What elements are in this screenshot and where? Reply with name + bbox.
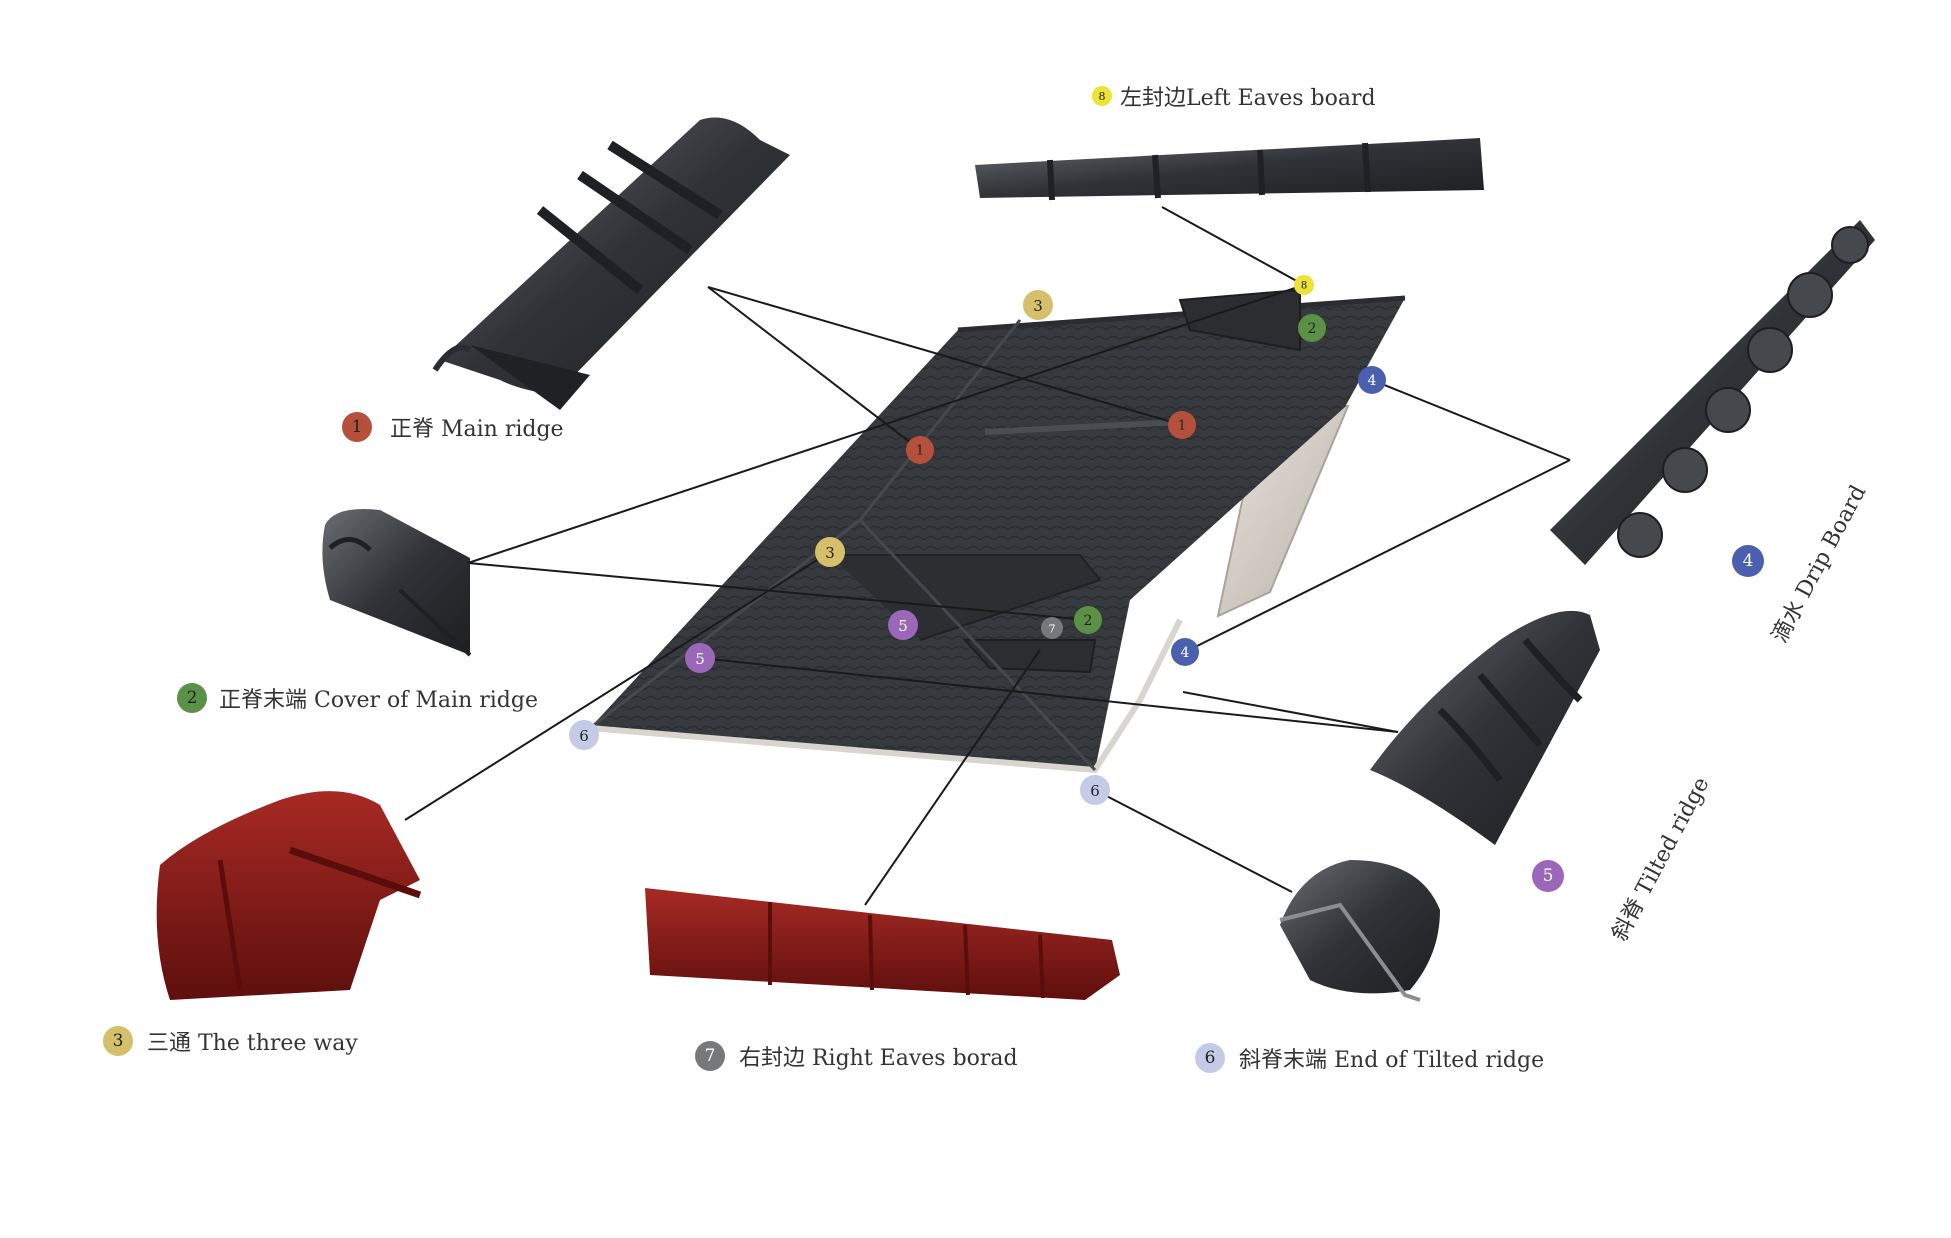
badge-6: 6 — [1195, 1043, 1225, 1073]
tilted-ridge-tile-image — [1370, 610, 1600, 845]
svg-text:3: 3 — [1033, 297, 1043, 315]
label-main-ridge-text: 正脊 Main ridge — [390, 417, 564, 442]
badge-5: 5 — [1532, 860, 1564, 892]
svg-text:4: 4 — [1181, 645, 1190, 661]
svg-text:2: 2 — [1308, 321, 1317, 337]
marker-4-bottom: 4 — [1171, 638, 1199, 666]
roof-markers: 1 1 2 2 3 3 4 4 5 5 6 6 7 8 — [569, 275, 1386, 805]
badge-7: 7 — [695, 1041, 725, 1071]
right-eaves-board-image — [645, 888, 1120, 1000]
badge-8: 8 — [1092, 86, 1112, 106]
left-eaves-board-image — [975, 138, 1484, 201]
marker-6-right: 6 — [1080, 775, 1110, 805]
svg-text:2: 2 — [1084, 613, 1093, 629]
badge-3: 3 — [103, 1026, 133, 1056]
svg-text:4: 4 — [1368, 373, 1377, 389]
badge-4: 4 — [1732, 545, 1764, 577]
marker-3-top: 3 — [1023, 290, 1053, 320]
label-right-eaves: 7 右封边 Right Eaves borad — [695, 1040, 1018, 1072]
marker-2-bottom: 2 — [1074, 606, 1102, 634]
marker-1-right: 1 — [1168, 411, 1196, 439]
label-three-way: 3 三通 The three way — [103, 1025, 358, 1057]
three-way-tile-image — [156, 791, 422, 1000]
svg-text:6: 6 — [1090, 782, 1100, 800]
marker-1-left: 1 — [906, 436, 934, 464]
svg-text:8: 8 — [1301, 281, 1307, 292]
marker-5-left: 5 — [685, 643, 715, 673]
svg-text:5: 5 — [898, 617, 908, 635]
badge-2: 2 — [177, 683, 207, 713]
label-cover-main-ridge: 2 正脊末端 Cover of Main ridge — [177, 682, 538, 714]
marker-3-bottom: 3 — [815, 537, 845, 567]
svg-text:7: 7 — [1049, 623, 1056, 636]
roof-assembly-image — [589, 288, 1406, 774]
marker-6-left: 6 — [569, 720, 599, 750]
label-cover-main-ridge-text: 正脊末端 Cover of Main ridge — [219, 688, 538, 713]
label-main-ridge: 1 正脊 Main ridge — [342, 411, 564, 443]
svg-text:3: 3 — [825, 544, 835, 562]
label-left-eaves: 8 左封边Left Eaves board — [1092, 80, 1376, 112]
badge-1: 1 — [342, 412, 372, 442]
label-three-way-text: 三通 The three way — [147, 1031, 358, 1056]
drip-board-tile-image — [1550, 220, 1875, 565]
label-end-tilted-ridge: 6 斜脊末端 End of Tilted ridge — [1195, 1042, 1544, 1074]
svg-text:6: 6 — [579, 727, 589, 745]
label-end-tilted-ridge-text: 斜脊末端 End of Tilted ridge — [1239, 1048, 1545, 1073]
marker-2-top: 2 — [1298, 314, 1326, 342]
marker-4-top: 4 — [1358, 366, 1386, 394]
label-right-eaves-text: 右封边 Right Eaves borad — [739, 1046, 1018, 1071]
label-left-eaves-text: 左封边Left Eaves board — [1120, 86, 1376, 111]
svg-text:1: 1 — [1178, 419, 1186, 434]
marker-5-right: 5 — [888, 610, 918, 640]
marker-8: 8 — [1294, 275, 1314, 295]
svg-text:1: 1 — [916, 444, 924, 459]
leader-lines — [404, 206, 1571, 906]
ridge-end-cover-image — [322, 509, 472, 657]
svg-text:5: 5 — [695, 650, 705, 668]
main-ridge-tile-image — [432, 117, 790, 410]
tilted-ridge-end-image — [1279, 860, 1440, 1002]
marker-7: 7 — [1041, 617, 1063, 639]
